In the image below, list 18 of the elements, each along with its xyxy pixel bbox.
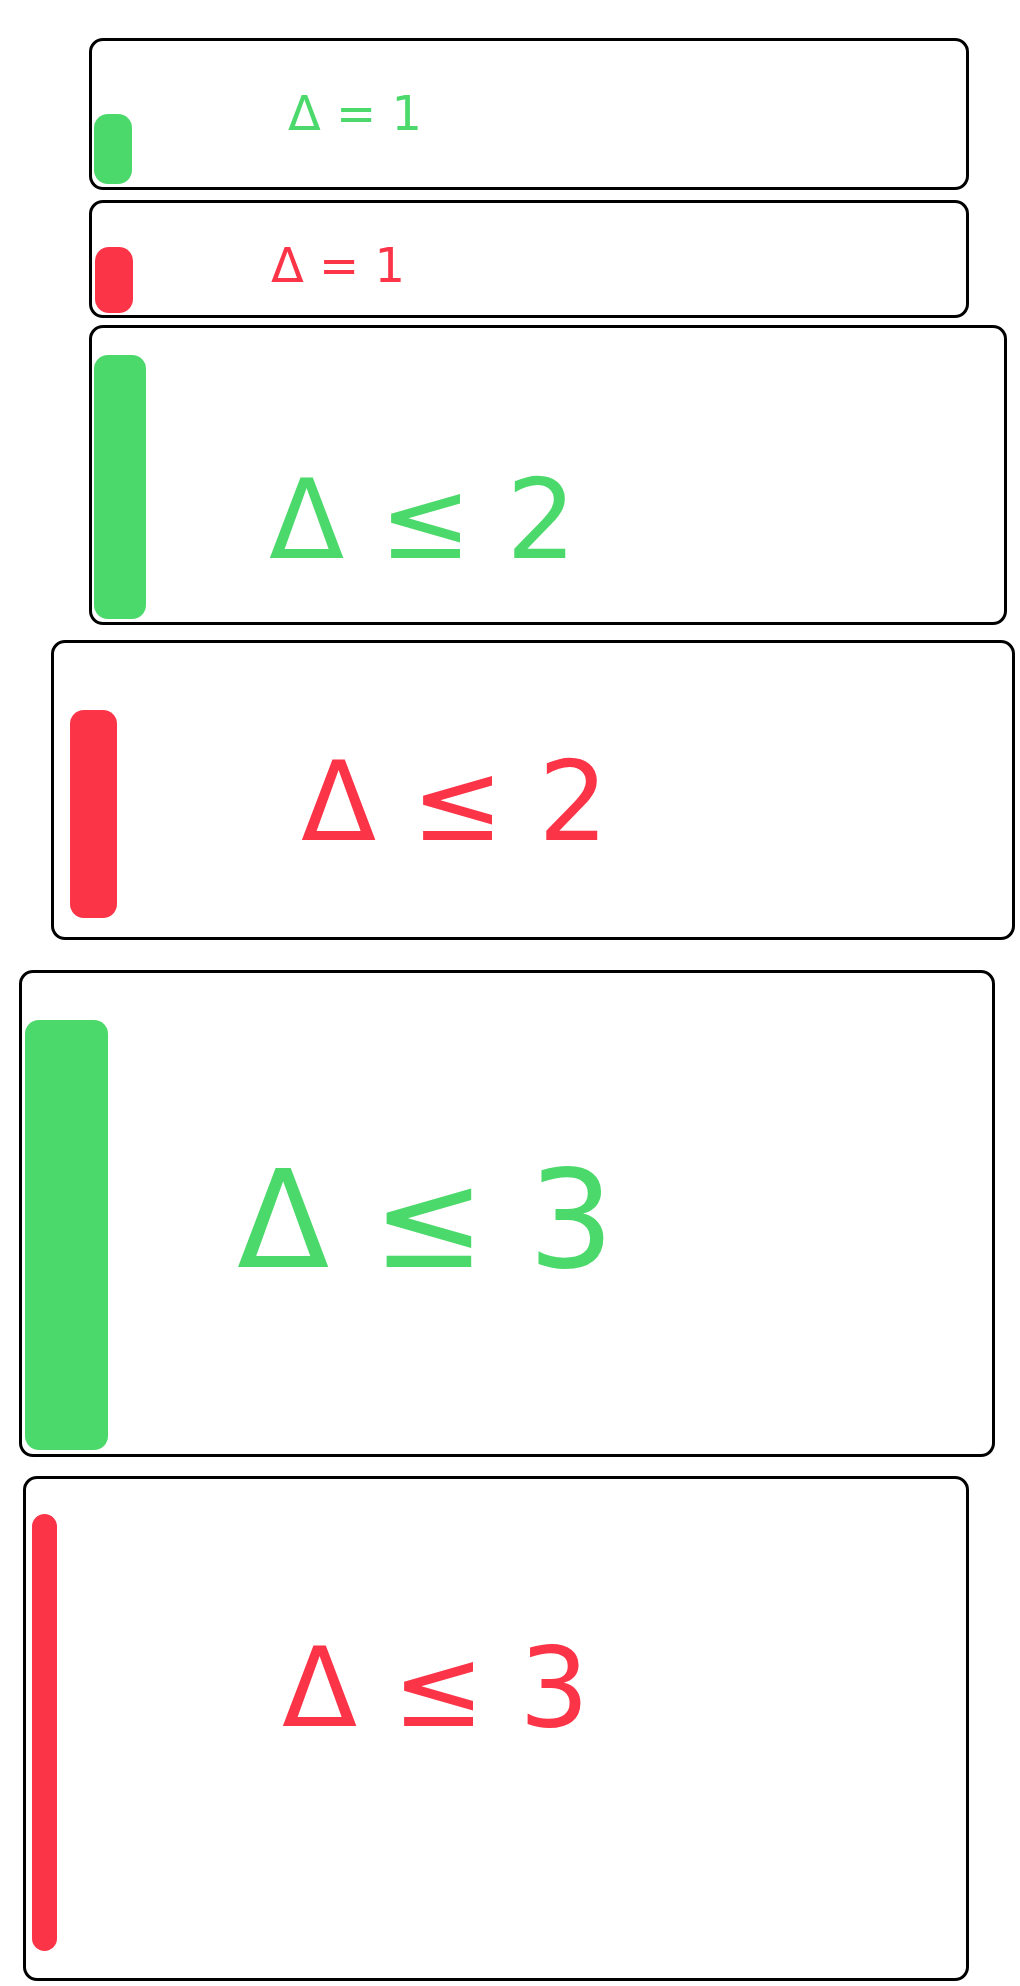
formula-text: Δ = 1	[288, 89, 423, 137]
status-bar	[94, 114, 132, 184]
formula-text: Δ = 1	[271, 241, 406, 289]
rounded-box	[51, 640, 1015, 940]
status-bar	[25, 1020, 108, 1450]
formula-text: Δ ≤ 2	[301, 747, 609, 857]
formula-text: Δ ≤ 2	[269, 465, 577, 575]
status-bar	[70, 710, 117, 918]
formula-text: Δ ≤ 3	[282, 1633, 590, 1743]
rounded-box	[89, 325, 1007, 625]
rounded-box	[89, 38, 969, 190]
status-bar	[94, 355, 146, 619]
rounded-box	[23, 1476, 969, 1981]
status-bar	[95, 247, 133, 313]
rounded-box	[19, 970, 995, 1457]
status-bar	[32, 1514, 57, 1951]
formula-text: Δ ≤ 3	[237, 1153, 615, 1288]
rounded-box	[89, 200, 969, 318]
